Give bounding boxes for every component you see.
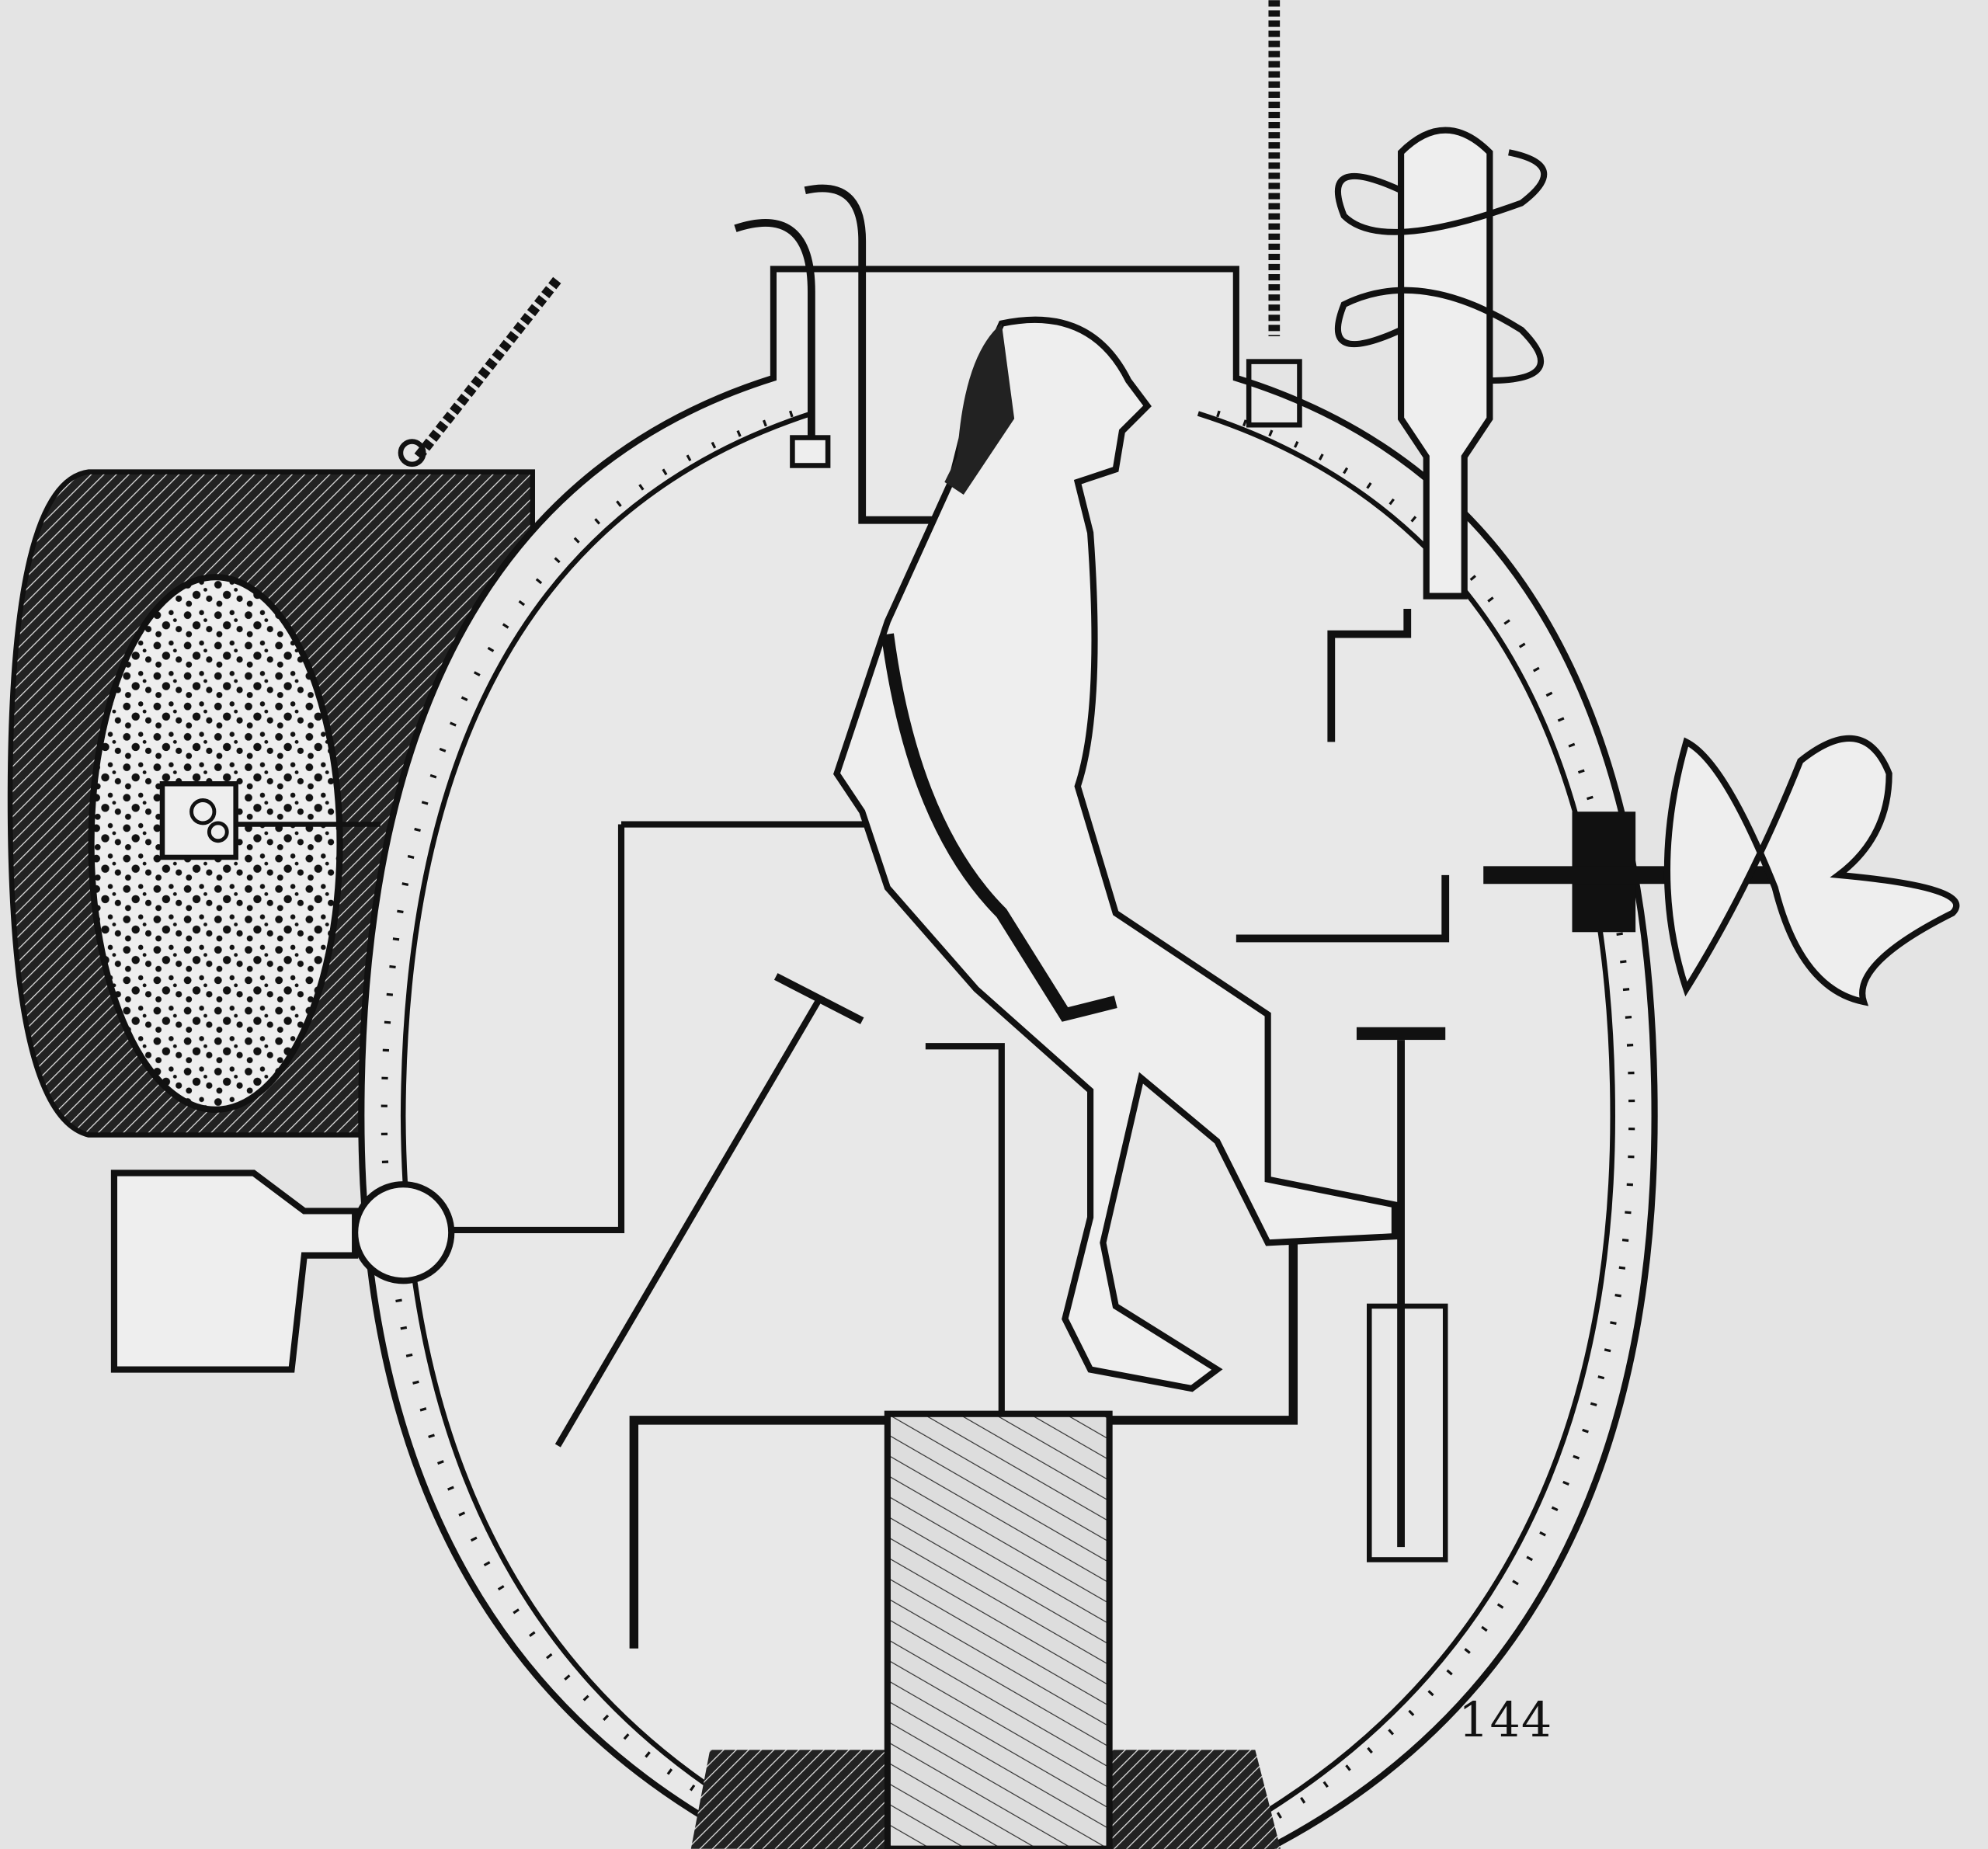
- operator-figure: [833, 316, 1398, 1392]
- internal-structure: [393, 821, 1448, 1849]
- horizontal-propeller: [1236, 735, 1960, 1006]
- rudder: [110, 1170, 455, 1373]
- page-number: 144: [1458, 1691, 1553, 1748]
- air-pipes: [734, 184, 932, 524]
- vertical-propeller: [1246, 0, 1548, 742]
- ballast-block: [7, 276, 562, 1138]
